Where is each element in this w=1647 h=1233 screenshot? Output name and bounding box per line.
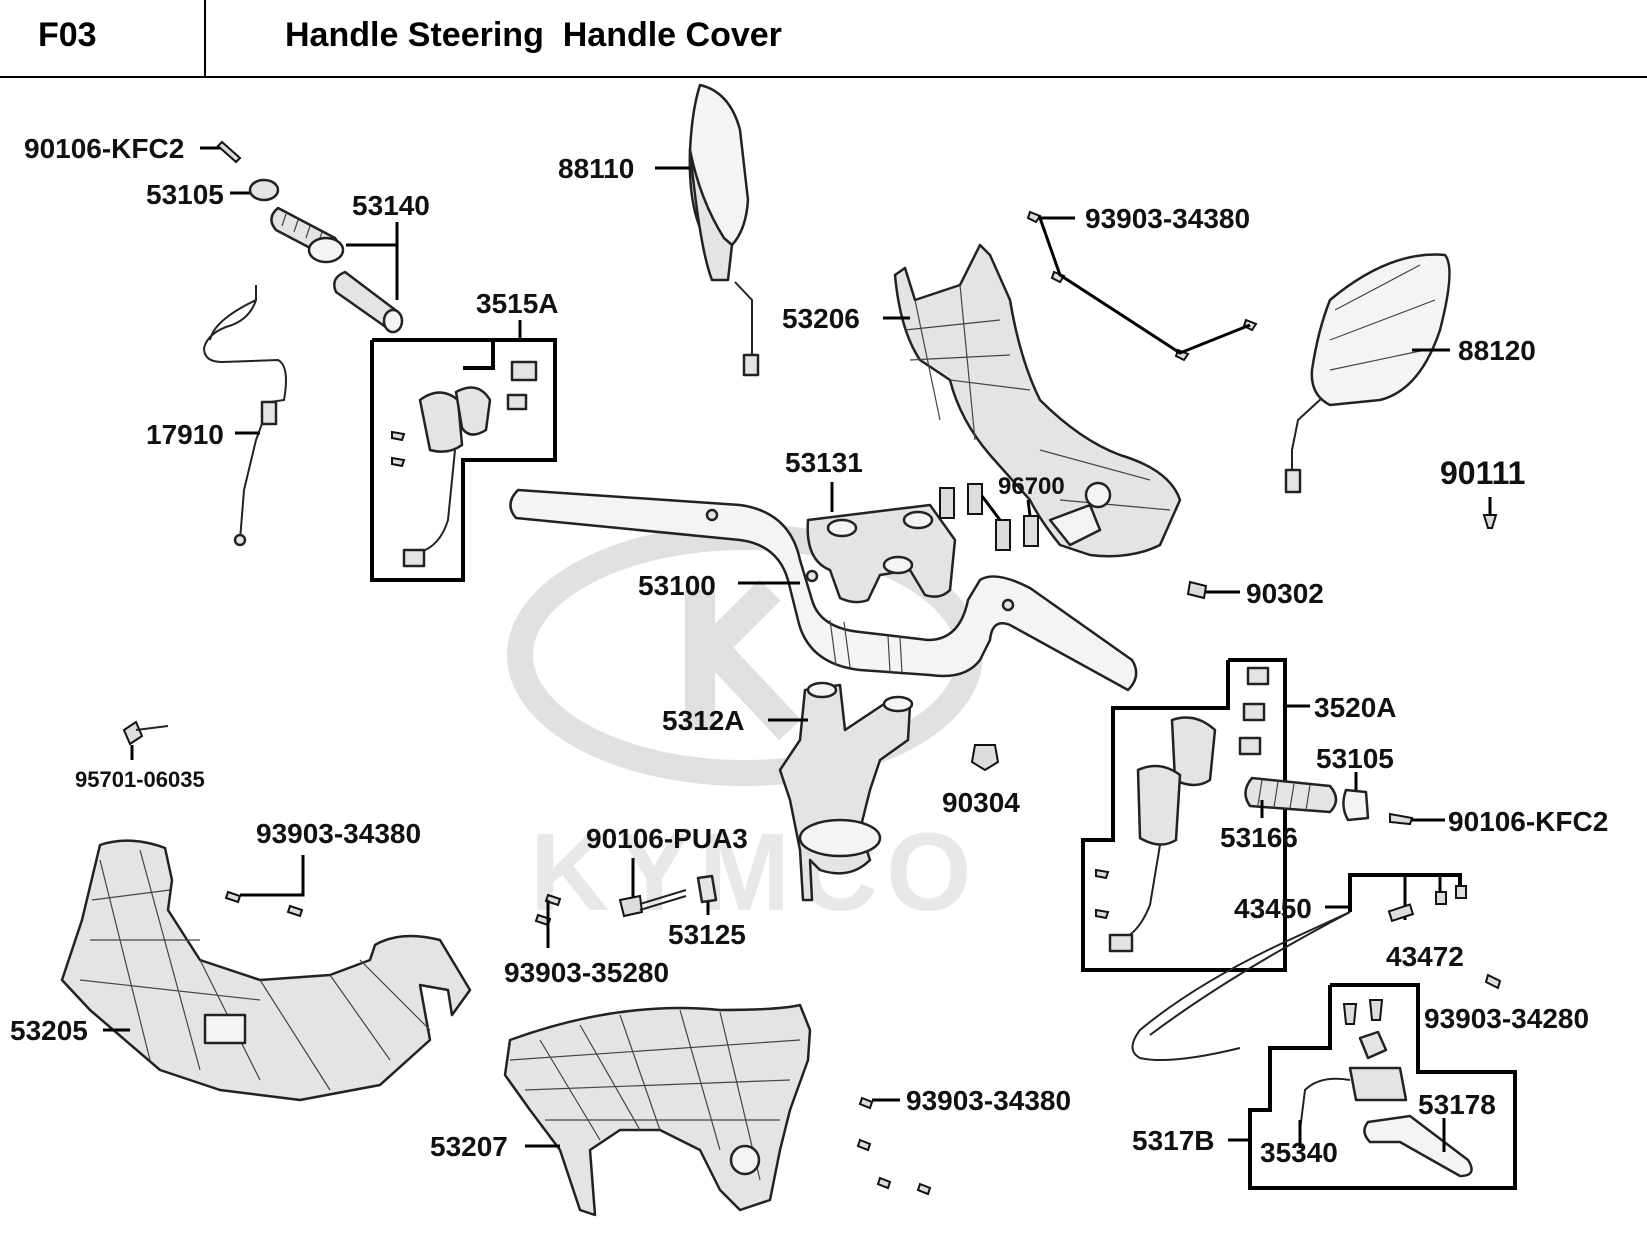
label-93903-34380-left: 93903-34380: [256, 818, 421, 849]
bolt-90106-pua3: [618, 858, 718, 918]
left-switch-box: [370, 320, 557, 582]
label-93903-34380-top: 93903-34380: [1085, 203, 1250, 234]
section-code: F03: [0, 0, 206, 78]
label-90106-kfc2-top: 90106-KFC2: [24, 133, 184, 164]
label-3520a: 3520A: [1314, 692, 1397, 723]
bolt-95701: [122, 720, 169, 760]
watermark-text: KYMCO: [530, 811, 979, 934]
nut-90302: [1186, 580, 1240, 600]
right-switch-box: [1081, 658, 1310, 972]
label-5317b: 5317B: [1132, 1125, 1215, 1156]
label-96700: 96700: [998, 473, 1065, 500]
label-53140: 53140: [352, 190, 430, 221]
left-cover-screws: [224, 855, 305, 918]
right-grip-group: [1244, 772, 1445, 826]
left-handle-cover: [60, 839, 472, 1102]
label-90302: 90302: [1246, 578, 1324, 609]
lower-holder: [768, 681, 914, 902]
throttle-cable: [202, 285, 287, 547]
label-93903-34280: 93903-34280: [1424, 1003, 1589, 1034]
label-95701-06035: 95701-06035: [75, 767, 205, 792]
right-mirror: [1284, 253, 1451, 494]
part-labels: 90106-KFC2 53105 53140 88110 93903-34380…: [10, 133, 1608, 1168]
label-35340: 35340: [1260, 1137, 1338, 1168]
left-grip-group: [200, 140, 404, 334]
label-90111: 90111: [1440, 455, 1525, 491]
page-title: Handle Steering Handle Cover: [285, 16, 782, 54]
holder-bolts: [939, 483, 1039, 551]
label-88110: 88110: [558, 153, 634, 184]
label-3515a: 3515A: [476, 288, 559, 319]
label-53206: 53206: [782, 303, 860, 334]
label-88120: 88120: [1458, 335, 1536, 366]
nut-90304: [970, 744, 1000, 772]
label-53131: 53131: [785, 447, 863, 478]
label-17910: 17910: [146, 419, 224, 450]
label-5312a: 5312A: [662, 705, 745, 736]
rear-handle-cover: [503, 1003, 812, 1217]
front-cover: [883, 243, 1182, 558]
label-53178: 53178: [1418, 1089, 1496, 1120]
label-43472: 43472: [1386, 941, 1464, 972]
left-mirror: [655, 83, 760, 377]
label-90106-pua3: 90106-PUA3: [586, 823, 748, 854]
label-53125: 53125: [668, 919, 746, 950]
label-53100: 53100: [638, 570, 716, 601]
label-43450: 43450: [1234, 893, 1312, 924]
parts-diagram: KYMCO: [10, 83, 1608, 1217]
header-bar: F03 Handle Steering Handle Cover: [0, 0, 1647, 78]
kymco-watermark: KYMCO: [507, 524, 983, 934]
label-53105-top: 53105: [146, 179, 224, 210]
rear-cover-screws: [856, 1096, 932, 1196]
brake-cable-group: [1131, 873, 1467, 1062]
label-53205: 53205: [10, 1015, 88, 1046]
screw-93903-34280: [1484, 973, 1502, 990]
label-53207: 53207: [430, 1131, 508, 1162]
screws-93903-35280: [534, 893, 562, 948]
bolt-90111: [1482, 497, 1498, 529]
label-90106-kfc2-right: 90106-KFC2: [1448, 806, 1608, 837]
label-93903-35280: 93903-35280: [504, 957, 669, 988]
brake-lever-box: [1228, 983, 1517, 1190]
top-cover-screws: [1026, 210, 1258, 362]
label-93903-34380-bottom: 93903-34380: [906, 1085, 1071, 1116]
label-90304: 90304: [942, 787, 1020, 818]
label-53105-right: 53105: [1316, 743, 1394, 774]
upper-holder: [806, 482, 957, 604]
handlebar: [509, 488, 1138, 692]
label-53166: 53166: [1220, 822, 1298, 853]
